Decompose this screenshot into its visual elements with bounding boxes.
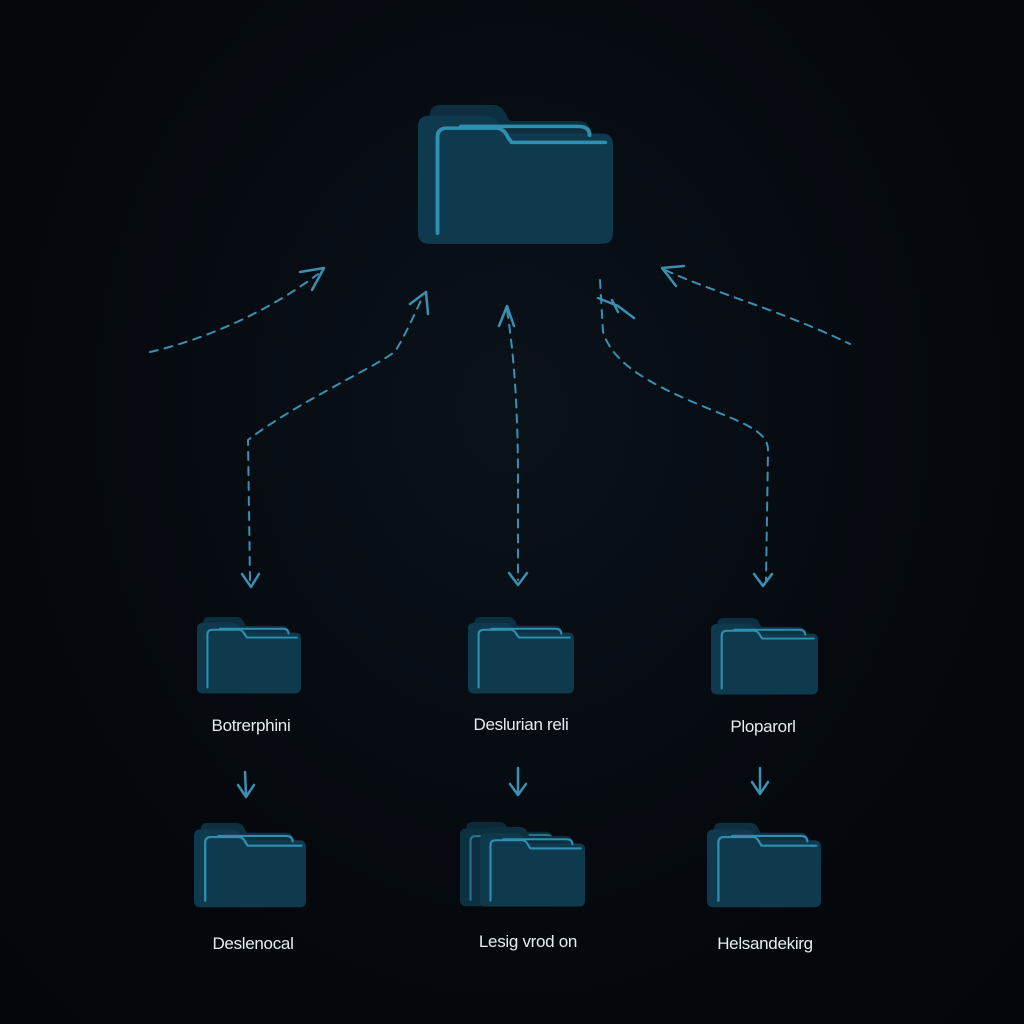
leaf-folder-icon-2[interactable] bbox=[478, 825, 587, 908]
leaf-folder-icon-1[interactable] bbox=[192, 821, 308, 909]
connector-top-left bbox=[149, 273, 319, 353]
child-folder-icon-2[interactable] bbox=[466, 615, 576, 695]
child-folder-icon-1[interactable] bbox=[195, 615, 303, 695]
arrowhead-leaf-3 bbox=[750, 766, 770, 796]
connector-top-right bbox=[664, 269, 851, 345]
leaf-folder-icon-3[interactable] bbox=[705, 821, 823, 909]
child-folder-label-1: Botrerphini bbox=[211, 716, 291, 735]
connector-center bbox=[506, 309, 519, 581]
connector-right-down bbox=[599, 279, 770, 581]
arrowhead-center-up bbox=[497, 304, 516, 328]
arrowhead-left-down bbox=[240, 572, 261, 589]
leaf-folder-label-2: Lesig vrod on bbox=[478, 932, 578, 951]
arrowhead-right-down bbox=[752, 572, 774, 588]
child-folder-label-2: Deslurian reli bbox=[473, 715, 569, 734]
leaf-folder-label-3: Helsandekirg bbox=[717, 934, 813, 953]
child-folder-icon-3[interactable] bbox=[709, 616, 820, 696]
arrowhead-center-down bbox=[507, 571, 529, 587]
leaf-folder-label-1: Deslenocal bbox=[212, 934, 294, 953]
connector-left-up bbox=[246, 295, 424, 581]
arrowhead-left-up bbox=[408, 290, 430, 316]
arrowhead-top-left bbox=[298, 266, 326, 292]
arrowhead-right-mid bbox=[596, 296, 636, 320]
child-folder-label-3: Ploparorl bbox=[730, 717, 796, 736]
arrowhead-leaf-1 bbox=[236, 770, 256, 799]
arrowhead-leaf-2 bbox=[508, 766, 528, 797]
arrowhead-top-right bbox=[660, 264, 686, 288]
root-folder-icon[interactable] bbox=[416, 103, 615, 246]
